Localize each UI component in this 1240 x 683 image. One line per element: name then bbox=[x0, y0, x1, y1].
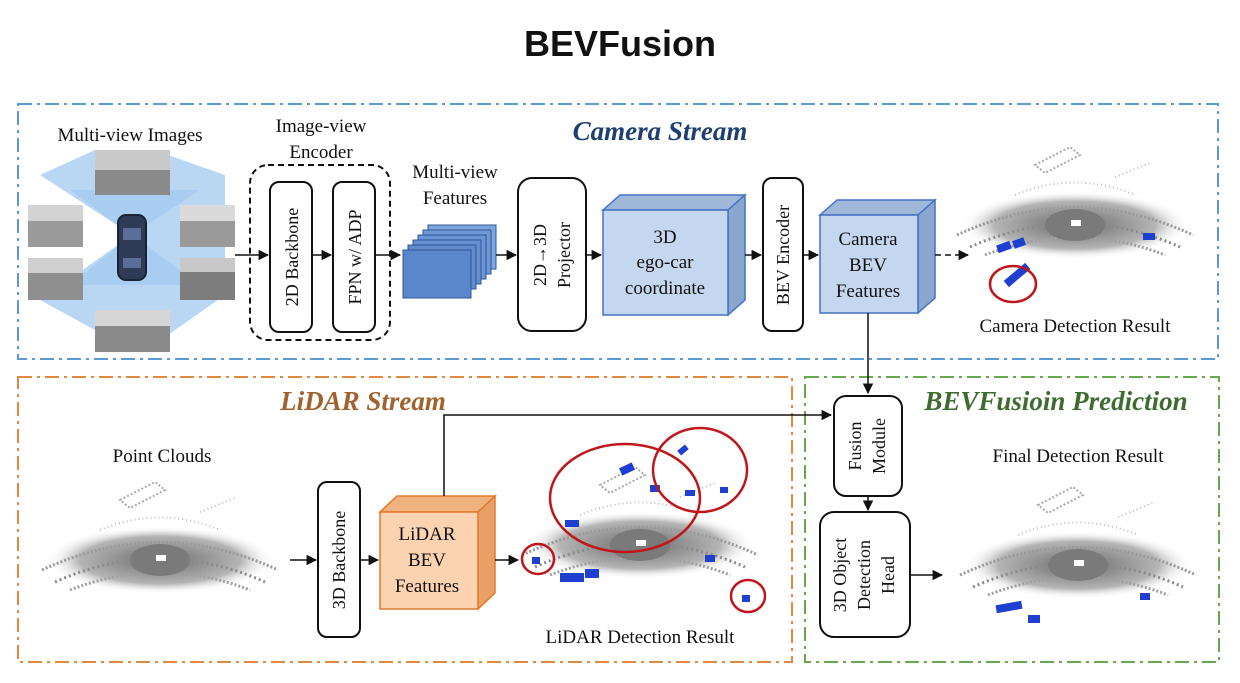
lidar-error-highlight-left bbox=[520, 542, 556, 576]
camera-bev-features-cube bbox=[818, 198, 937, 315]
fpn-label: FPN w/ ADP bbox=[345, 209, 365, 304]
multi-view-features-line2: Features bbox=[423, 188, 487, 209]
egocar-line1: 3D bbox=[653, 227, 676, 248]
fusion-label-line2: Module bbox=[869, 418, 889, 474]
arrow-lidar-bev-to-fusion bbox=[443, 409, 833, 496]
bev-encoder-label: BEV Encoder bbox=[773, 205, 793, 305]
3d-backbone-label: 3D Backbone bbox=[329, 511, 349, 609]
lidar-bev-features-cube bbox=[378, 494, 497, 611]
final-detection-label: Final Detection Result bbox=[993, 446, 1165, 467]
projector-label-line1: 2D→3D bbox=[530, 224, 550, 286]
egocar-line3: coordinate bbox=[625, 278, 705, 299]
fpn-box bbox=[332, 181, 376, 333]
camera-detection-pointcloud bbox=[955, 145, 1195, 304]
egocar-line2: ego-car bbox=[637, 252, 695, 273]
lidar-error-highlight-right bbox=[651, 426, 749, 514]
lidar-detection-pointcloud bbox=[520, 426, 767, 614]
page-title: BEVFusion bbox=[524, 23, 716, 64]
multi-view-images-graphic bbox=[28, 150, 235, 352]
final-detection-pointcloud bbox=[958, 485, 1198, 623]
projector-box bbox=[517, 177, 587, 332]
2d-backbone-box bbox=[269, 181, 313, 333]
image-view-encoder-group bbox=[249, 164, 391, 341]
lidar-stream-region bbox=[17, 376, 793, 663]
camera-detection-label: Camera Detection Result bbox=[980, 316, 1172, 337]
point-clouds-label: Point Clouds bbox=[113, 446, 212, 467]
projector-label-line2: Projector bbox=[554, 222, 574, 288]
encoder-title-line1: Image-view bbox=[276, 116, 367, 137]
fusion-label-line1: Fusion bbox=[845, 421, 865, 470]
prediction-label: BEVFusioin Prediction bbox=[923, 386, 1187, 416]
ego-car-coordinate-cube bbox=[601, 193, 747, 317]
camera-bev-line1: Camera bbox=[838, 229, 898, 250]
multi-view-images-label: Multi-view Images bbox=[57, 125, 202, 146]
2d-backbone-label: 2D Backbone bbox=[282, 208, 302, 306]
camera-error-highlight bbox=[988, 264, 1038, 304]
lidar-stream-label: LiDAR Stream bbox=[279, 386, 446, 416]
camera-stream-region bbox=[17, 103, 1219, 360]
camera-bev-line3: Features bbox=[836, 281, 900, 302]
lidar-detection-label: LiDAR Detection Result bbox=[546, 627, 736, 648]
head-label-line2: Detection bbox=[854, 540, 874, 610]
point-clouds-graphic bbox=[40, 480, 280, 596]
multi-view-features-stack bbox=[402, 224, 497, 299]
camera-bev-line2: BEV bbox=[849, 255, 887, 276]
lidar-bev-line1: LiDAR bbox=[399, 524, 456, 545]
multi-view-features-line1: Multi-view bbox=[412, 162, 498, 183]
lidar-error-highlight-bottom bbox=[729, 578, 767, 614]
camera-stream-label: Camera Stream bbox=[573, 116, 748, 146]
head-label-line3: Head bbox=[878, 556, 898, 594]
lidar-bev-line2: BEV bbox=[408, 550, 446, 571]
encoder-title-line2: Encoder bbox=[289, 142, 353, 163]
lidar-error-highlight-large bbox=[548, 442, 702, 554]
head-label-line1: 3D Object bbox=[830, 538, 850, 612]
prediction-region bbox=[804, 376, 1220, 663]
lidar-bev-line3: Features bbox=[395, 576, 459, 597]
